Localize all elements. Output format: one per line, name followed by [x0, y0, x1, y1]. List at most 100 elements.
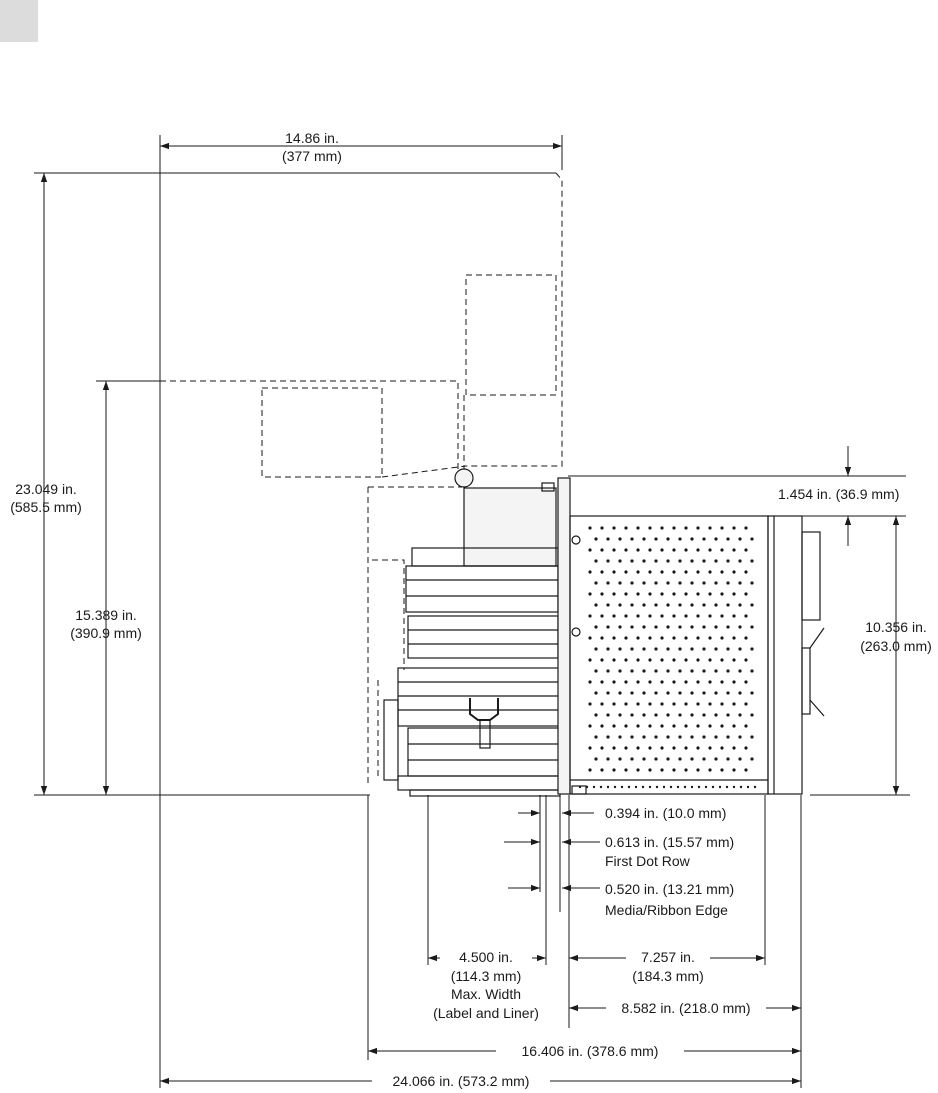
- perforation-hole: [612, 570, 616, 574]
- perforation-hole: [636, 658, 640, 662]
- perforation-hole: [708, 570, 712, 574]
- perforation-hole: [720, 768, 724, 772]
- perforation-hole: [714, 735, 718, 739]
- perforation-hole: [672, 702, 676, 706]
- perforation-hole: [654, 757, 658, 761]
- perforation-hole: [660, 658, 664, 662]
- perforation-hole: [636, 570, 640, 574]
- perforation-hole: [726, 713, 730, 717]
- perforation-hole: [726, 669, 730, 673]
- perforation-hole: [588, 658, 592, 662]
- perforation-hole: [702, 669, 706, 673]
- perforation-hole: [684, 614, 688, 618]
- perforation-hole: [654, 713, 658, 717]
- perforation-hole: [600, 658, 604, 662]
- perforation-hole: [588, 680, 592, 684]
- perforation-hole: [612, 548, 616, 552]
- perforation-hole: [720, 746, 724, 750]
- perforation-hole: [672, 746, 676, 750]
- perforation-hole: [594, 713, 598, 717]
- perforation-hole: [624, 680, 628, 684]
- perforation-hole: [654, 581, 658, 585]
- vent-hole: [578, 785, 582, 789]
- perforation-hole: [666, 537, 670, 541]
- perforation-hole: [684, 636, 688, 640]
- perforation-hole: [690, 691, 694, 695]
- perforation-hole: [696, 724, 700, 728]
- label-total-height-mm: (585.5 mm): [10, 499, 82, 515]
- perforation-hole: [708, 526, 712, 530]
- perforation-hole: [750, 581, 754, 585]
- perforation-hole: [642, 757, 646, 761]
- perforation-hole: [624, 526, 628, 530]
- perforation-hole: [660, 592, 664, 596]
- perforation-hole: [672, 548, 676, 552]
- vent-hole: [690, 785, 694, 789]
- perforation-hole: [600, 592, 604, 596]
- perforation-hole: [660, 570, 664, 574]
- perforation-hole: [744, 658, 748, 662]
- perforation-hole: [666, 735, 670, 739]
- perforation-hole: [678, 757, 682, 761]
- center-plate: [557, 477, 587, 795]
- perforation-hole: [732, 614, 736, 618]
- perforation-hole: [750, 603, 754, 607]
- perforation-hole: [642, 625, 646, 629]
- perforation-hole: [594, 603, 598, 607]
- perforation-hole: [690, 735, 694, 739]
- perforation-hole: [630, 757, 634, 761]
- perforation-hole: [714, 713, 718, 717]
- perforation-hole: [678, 603, 682, 607]
- perforation-hole: [732, 702, 736, 706]
- perforation-hole: [612, 614, 616, 618]
- label-max-width-mm: (114.3 mm): [451, 968, 522, 984]
- perforation-hole: [654, 669, 658, 673]
- perforation-hole: [696, 636, 700, 640]
- perforation-hole: [726, 581, 730, 585]
- perforation-hole: [708, 636, 712, 640]
- perforation-hole: [696, 592, 700, 596]
- label-body-height-in: 10.356 in.: [865, 619, 927, 635]
- perforation-hole: [738, 559, 742, 563]
- perforation-hole: [672, 614, 676, 618]
- perforation-hole: [654, 691, 658, 695]
- label-offset-c: 0.520 in. (13.21 mm): [605, 881, 734, 897]
- perforation-hole: [684, 570, 688, 574]
- perforation-hole: [708, 702, 712, 706]
- perforation-hole: [642, 537, 646, 541]
- perforation-hole: [696, 548, 700, 552]
- perforation-hole: [708, 592, 712, 596]
- perforation-hole: [750, 537, 754, 541]
- label-body-depth-mm: (184.3 mm): [632, 968, 704, 984]
- perforation-hole: [660, 746, 664, 750]
- perforation-hole: [600, 724, 604, 728]
- perforation-hole: [612, 680, 616, 684]
- perforation-hole: [636, 768, 640, 772]
- perforation-hole: [594, 559, 598, 563]
- perforation-hole: [678, 691, 682, 695]
- perforation-hole: [600, 636, 604, 640]
- perforation-hole: [630, 603, 634, 607]
- perforation-hole: [708, 680, 712, 684]
- perforation-hole: [612, 746, 616, 750]
- perforation-hole: [684, 768, 688, 772]
- vent-hole: [753, 785, 757, 789]
- vent-hole: [613, 785, 617, 789]
- vent-hole: [697, 785, 701, 789]
- perforation-hole: [726, 757, 730, 761]
- perforation-hole: [642, 735, 646, 739]
- perforation-hole: [684, 526, 688, 530]
- perforation-hole: [648, 526, 652, 530]
- perforation-hole: [648, 724, 652, 728]
- perforation-hole: [666, 647, 670, 651]
- perforation-hole: [714, 691, 718, 695]
- perforation-hole: [714, 647, 718, 651]
- vent-hole: [725, 785, 729, 789]
- label-offset-b-note: First Dot Row: [605, 853, 691, 869]
- vent-hole: [746, 785, 750, 789]
- perforation-hole: [618, 691, 622, 695]
- perforation-hole: [684, 746, 688, 750]
- perforation-hole: [702, 691, 706, 695]
- perforation-hole: [648, 768, 652, 772]
